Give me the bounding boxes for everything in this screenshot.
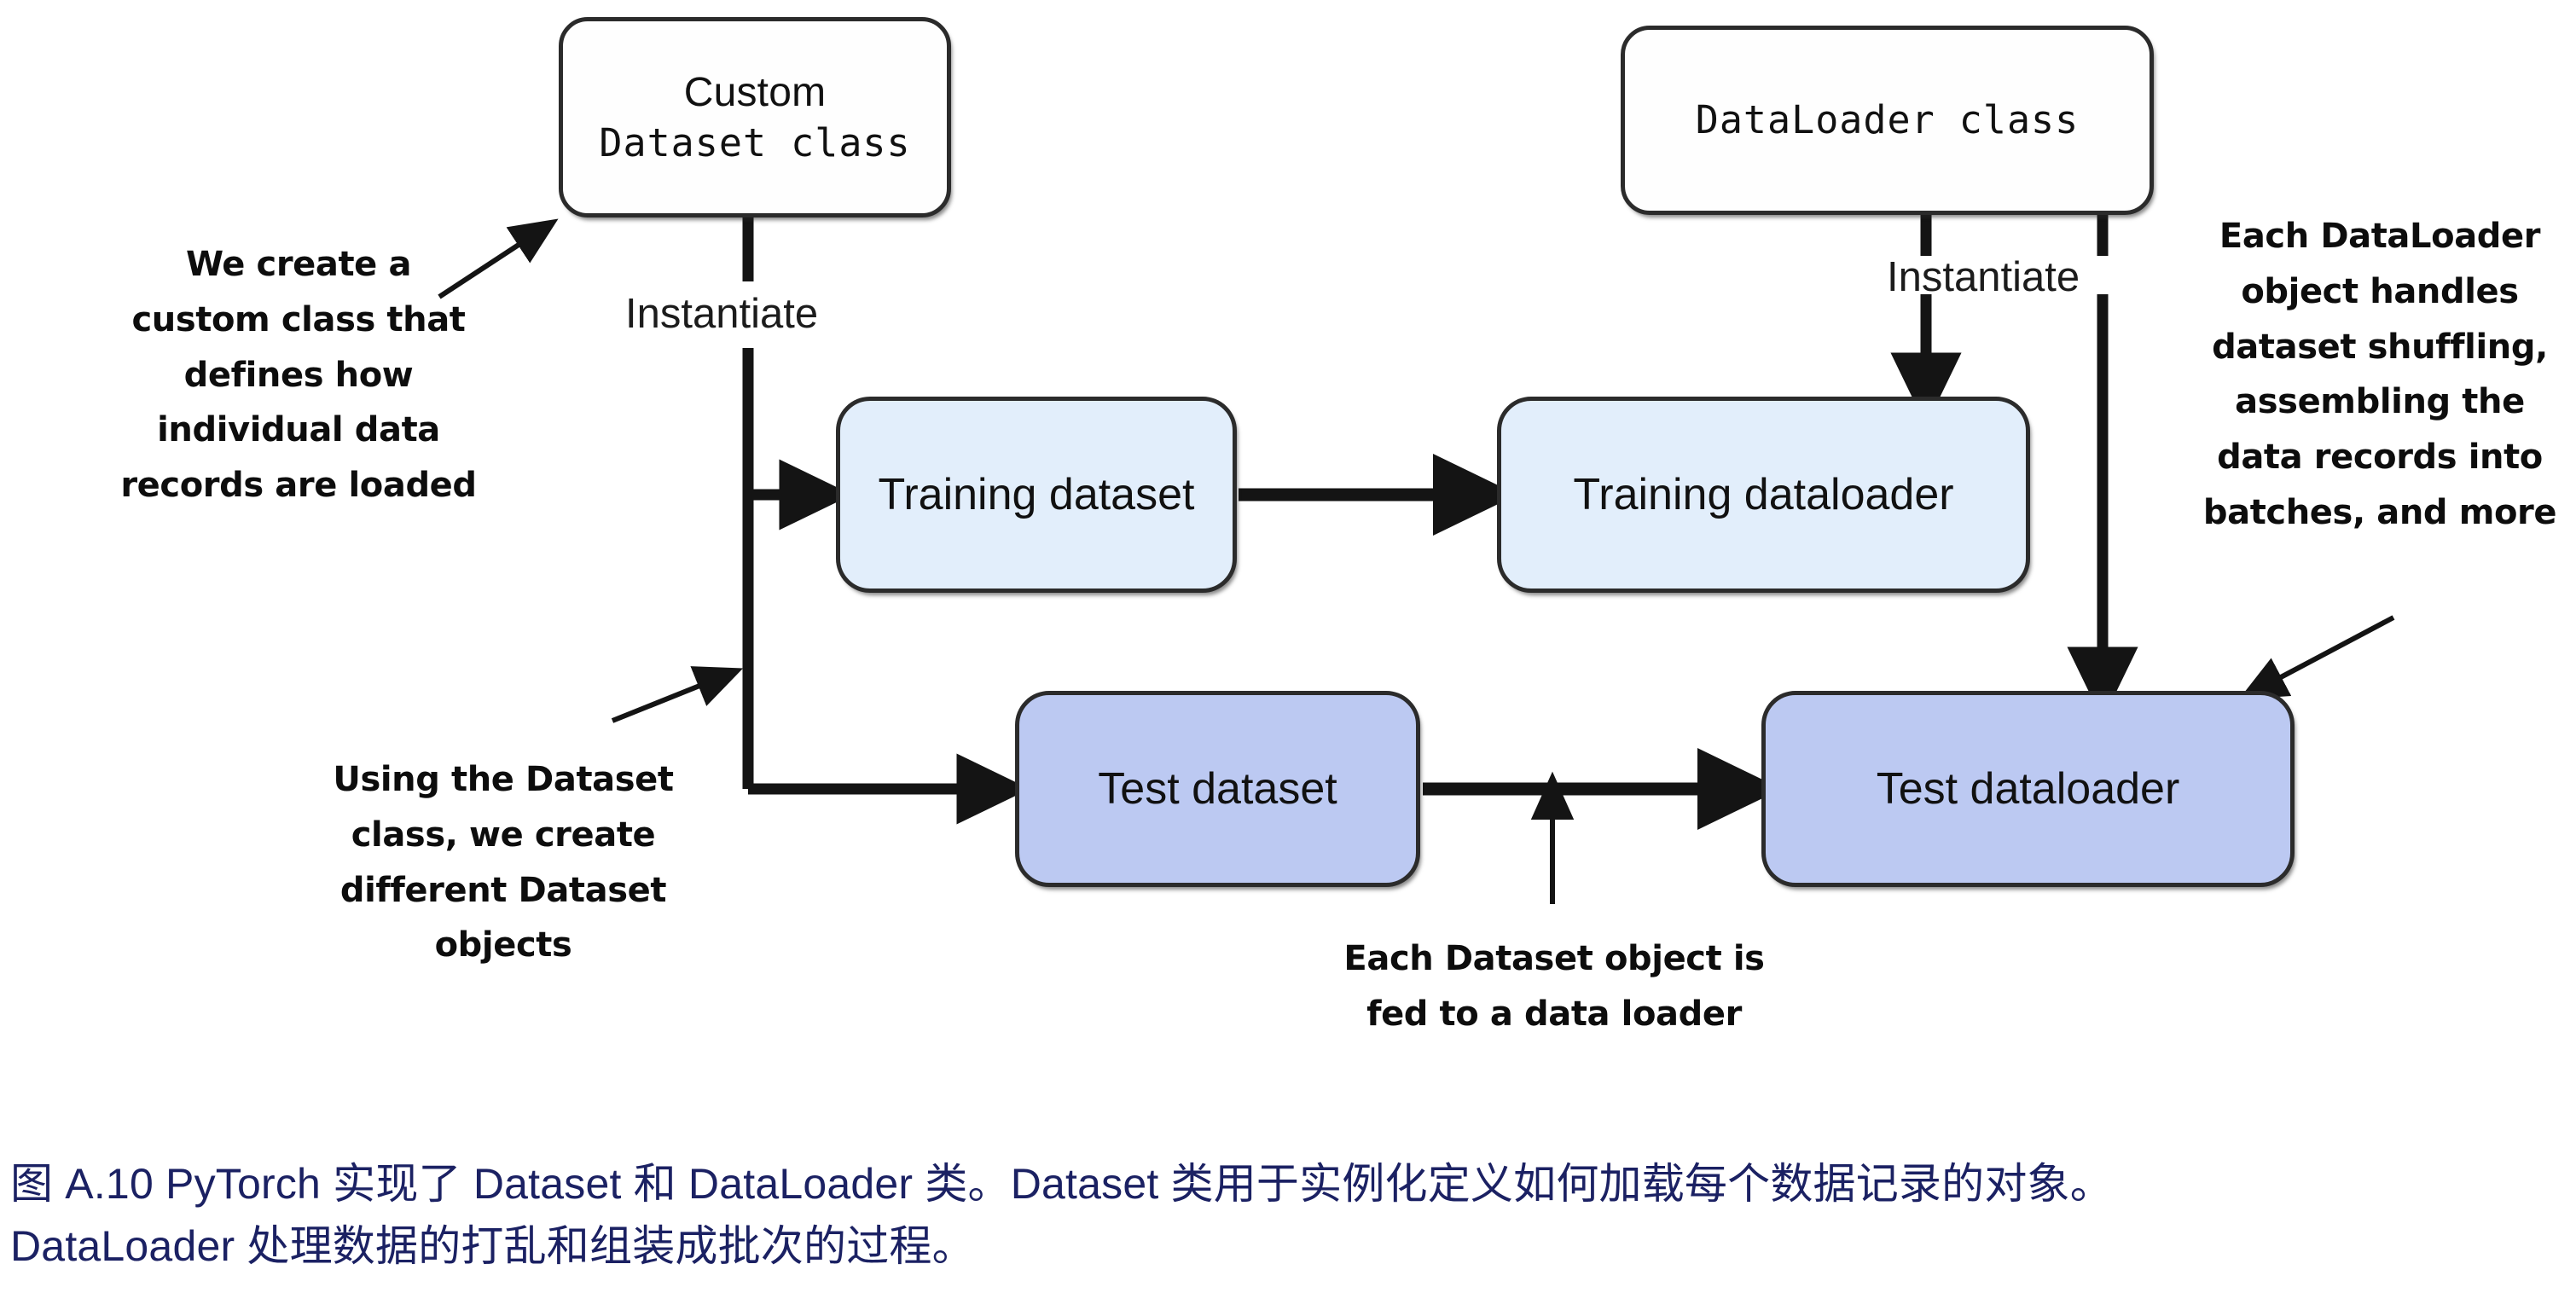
figure-caption: 图 A.10 PyTorch 实现了 Dataset 和 DataLoader … — [10, 1153, 2561, 1277]
caption-line-2: DataLoader 处理数据的打乱和组装成批次的过程。 — [10, 1221, 975, 1270]
edge-label-instantiate-left: Instantiate — [625, 291, 819, 337]
node-test-dataset[interactable]: Test dataset — [1015, 691, 1420, 887]
caption-line-1: 图 A.10 PyTorch 实现了 Dataset 和 DataLoader … — [10, 1160, 2113, 1208]
training-dataloader-label: Training dataloader — [1573, 469, 1954, 519]
pointer-each-dataloader-object — [2238, 615, 2395, 700]
custom-dataset-class-line2: Dataset class — [599, 120, 911, 166]
dataloader-class-label: DataLoader class — [1695, 97, 2080, 143]
annotation-using-dataset-class: Using the Dataset class, we create diffe… — [333, 760, 674, 965]
node-test-dataloader[interactable]: Test dataloader — [1761, 691, 2295, 887]
edge-label-instantiate-right: Instantiate — [1887, 254, 2080, 300]
training-dataset-label: Training dataset — [878, 469, 1195, 519]
custom-dataset-class-line1: Custom — [683, 69, 827, 115]
node-training-dataloader[interactable]: Training dataloader — [1497, 397, 2030, 593]
test-dataset-label: Test dataset — [1098, 763, 1337, 814]
test-dataloader-label: Test dataloader — [1876, 763, 2180, 814]
node-training-dataset[interactable]: Training dataset — [836, 397, 1237, 593]
annotation-create-custom-class: We create a custom class that defines ho… — [120, 245, 477, 506]
annotation-each-dataset-object: Each Dataset object is fed to a data loa… — [1343, 939, 1765, 1034]
node-custom-dataset-class[interactable]: Custom Dataset class — [559, 17, 951, 217]
pointer-using-dataset-class — [611, 666, 744, 723]
annotation-each-dataloader-object: Each DataLoader object handles dataset s… — [2202, 217, 2557, 532]
node-dataloader-class[interactable]: DataLoader class — [1621, 26, 2154, 215]
